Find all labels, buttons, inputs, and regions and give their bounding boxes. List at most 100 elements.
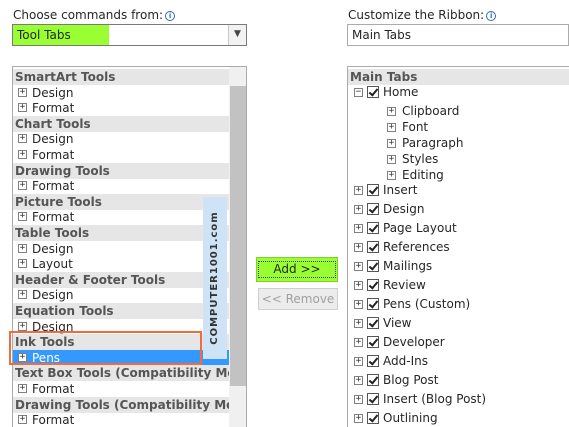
checkbox-checked-icon[interactable]: [367, 336, 379, 348]
command-group-header[interactable]: SmartArt Tools: [13, 69, 229, 85]
tab-item[interactable]: +Pens (Custom): [348, 296, 569, 312]
group-item[interactable]: +Clipboard: [348, 103, 569, 119]
command-group-header[interactable]: Header & Footer Tools: [13, 271, 229, 288]
expand-plus-icon[interactable]: +: [354, 375, 363, 385]
checkbox-checked-icon[interactable]: [367, 317, 379, 329]
expand-plus-icon[interactable]: +: [387, 170, 396, 180]
command-item[interactable]: +Format: [13, 412, 213, 427]
tab-item[interactable]: +Developer: [348, 334, 569, 350]
tab-item[interactable]: +Add-Ins: [348, 353, 569, 369]
expand-plus-icon[interactable]: +: [18, 211, 27, 222]
checkbox-checked-icon[interactable]: [367, 260, 379, 272]
expand-plus-icon[interactable]: +: [18, 133, 27, 144]
command-group-header[interactable]: Text Box Tools (Compatibility Mode): [13, 365, 246, 382]
command-item[interactable]: +Design: [13, 85, 213, 101]
tab-home[interactable]: −Home: [348, 84, 569, 100]
expand-plus-icon[interactable]: +: [354, 223, 363, 233]
checkbox-checked-icon[interactable]: [367, 222, 379, 234]
tab-item[interactable]: +References: [348, 239, 569, 255]
command-item[interactable]: +Format: [13, 147, 213, 163]
tab-item[interactable]: +Blog Post: [348, 372, 569, 388]
tab-item[interactable]: +View: [348, 315, 569, 331]
checkbox-checked-icon[interactable]: [367, 412, 379, 424]
tab-item[interactable]: +Page Layout: [348, 220, 569, 236]
command-group-header[interactable]: Chart Tools: [13, 115, 229, 132]
expand-plus-icon[interactable]: +: [18, 351, 27, 362]
ribbon-tabs-tree[interactable]: Main Tabs−Home+Clipboard+Font+Paragraph+…: [347, 66, 569, 427]
collapse-minus-icon[interactable]: −: [354, 87, 363, 97]
commands-scrollbar[interactable]: [229, 67, 246, 427]
checkbox-checked-icon[interactable]: [367, 241, 379, 253]
checkbox-checked-icon[interactable]: [367, 203, 379, 215]
dropdown-arrow-button[interactable]: ▼: [228, 25, 246, 45]
expand-plus-icon[interactable]: +: [354, 204, 363, 214]
expand-plus-icon[interactable]: +: [354, 261, 363, 271]
expand-plus-icon[interactable]: +: [18, 102, 27, 113]
expand-plus-icon[interactable]: +: [354, 280, 363, 290]
add-button[interactable]: Add >>: [256, 257, 338, 282]
expand-plus-icon[interactable]: +: [18, 414, 27, 425]
command-item-label: Format: [32, 179, 75, 194]
expand-plus-icon[interactable]: +: [18, 383, 27, 393]
command-item[interactable]: +Design: [13, 287, 213, 303]
tab-item[interactable]: +Outlining: [348, 410, 569, 426]
group-item[interactable]: +Font: [348, 119, 569, 135]
command-item[interactable]: +Format: [13, 209, 213, 225]
tab-item[interactable]: +Review: [348, 277, 569, 293]
command-item[interactable]: +Design: [13, 319, 213, 335]
remove-button[interactable]: << Remove: [258, 288, 338, 310]
command-item[interactable]: +Design: [13, 241, 213, 257]
customize-ribbon-dropdown[interactable]: Main Tabs: [347, 24, 569, 46]
command-group-header[interactable]: Drawing Tools (Compatibility Mode): [13, 396, 246, 413]
command-group-header[interactable]: Ink Tools: [13, 334, 229, 351]
expand-plus-icon[interactable]: +: [387, 154, 396, 164]
command-item[interactable]: + Format: [13, 178, 213, 194]
group-item[interactable]: +Editing: [348, 167, 569, 183]
expand-plus-icon[interactable]: +: [18, 86, 27, 97]
tab-item[interactable]: +Insert: [348, 182, 569, 198]
expand-plus-icon[interactable]: +: [354, 394, 363, 404]
checkbox-checked-icon[interactable]: [367, 355, 379, 367]
command-group-header[interactable]: Table Tools: [13, 225, 229, 241]
expand-plus-icon[interactable]: +: [354, 185, 363, 195]
tree-header-label: Main Tabs: [350, 70, 418, 84]
expand-plus-icon[interactable]: +: [354, 337, 363, 347]
command-group-header[interactable]: Equation Tools: [13, 303, 229, 319]
checkbox-checked-icon[interactable]: [367, 393, 379, 405]
expand-plus-icon[interactable]: +: [354, 356, 363, 366]
checkbox-checked-icon[interactable]: [367, 374, 379, 386]
tree-header[interactable]: Main Tabs: [348, 69, 569, 85]
expand-plus-icon[interactable]: +: [18, 258, 27, 269]
expand-plus-icon[interactable]: +: [18, 320, 27, 331]
choose-commands-dropdown[interactable]: Tool Tabs ▼: [12, 24, 247, 46]
expand-plus-icon[interactable]: +: [354, 242, 363, 252]
tab-item[interactable]: +Design: [348, 201, 569, 217]
command-item[interactable]: +Format: [13, 100, 213, 116]
expand-plus-icon[interactable]: +: [387, 122, 396, 132]
expand-plus-icon[interactable]: +: [354, 318, 363, 328]
command-group-header[interactable]: Drawing Tools: [13, 162, 229, 179]
expand-plus-icon[interactable]: +: [354, 413, 363, 423]
command-item[interactable]: +Pens: [13, 349, 229, 366]
tab-item[interactable]: +Insert (Blog Post): [348, 391, 569, 407]
expand-plus-icon[interactable]: +: [18, 242, 27, 253]
group-item[interactable]: +Styles: [348, 151, 569, 167]
checkbox-checked-icon[interactable]: [367, 184, 379, 196]
command-item[interactable]: +Layout: [13, 256, 213, 272]
expand-plus-icon[interactable]: +: [387, 106, 396, 116]
command-item[interactable]: +Design: [13, 131, 213, 147]
expand-plus-icon[interactable]: +: [354, 299, 363, 309]
command-item[interactable]: +Format: [13, 381, 213, 397]
expand-plus-icon[interactable]: +: [387, 138, 396, 148]
checkbox-checked-icon[interactable]: [367, 298, 379, 310]
checkbox-checked-icon[interactable]: [367, 86, 379, 98]
tab-item[interactable]: +Mailings: [348, 258, 569, 274]
expand-plus-icon[interactable]: +: [18, 149, 27, 159]
scrollbar-thumb[interactable]: [230, 86, 246, 386]
command-group-header[interactable]: Picture Tools: [13, 193, 229, 210]
checkbox-checked-icon[interactable]: [367, 279, 379, 291]
expand-plus-icon[interactable]: +: [18, 289, 27, 300]
expand-plus-icon[interactable]: +: [18, 180, 27, 191]
group-item[interactable]: +Paragraph: [348, 135, 569, 151]
